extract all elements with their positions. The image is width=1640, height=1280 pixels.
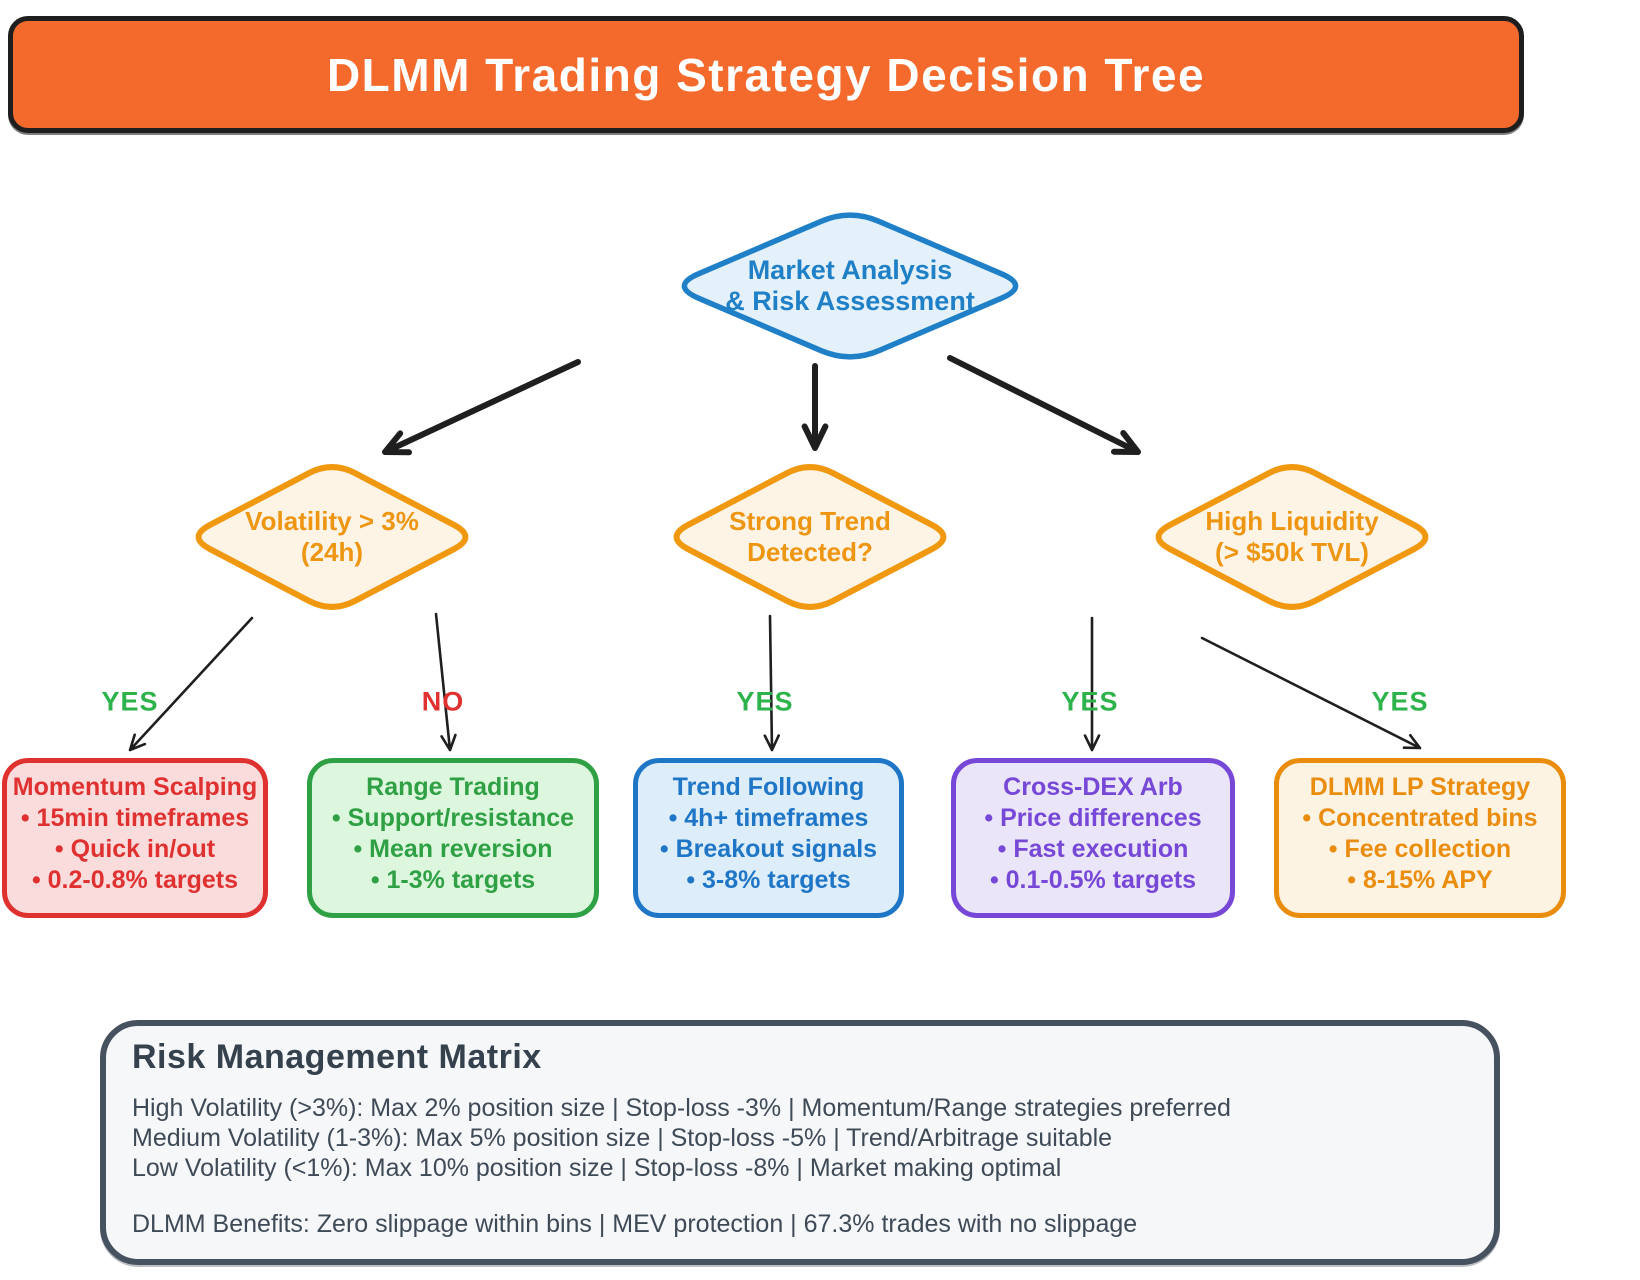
- strategy-bullet: • Price differences: [984, 804, 1202, 832]
- strategy-bullet: • 0.2-0.8% targets: [31, 866, 239, 894]
- root-node-label: Market Analysis & Risk Assessment: [725, 255, 975, 317]
- arrow-liquidity-yes-dlmm: [1200, 636, 1422, 750]
- root-node-shape: [681, 212, 1019, 360]
- strategy-box-range-trading: Range Trading • Support/resistance • Mea…: [307, 758, 599, 918]
- edge-label-crossdex-yes: YES: [1061, 686, 1119, 717]
- edge-label-trend-yes: YES: [736, 686, 794, 717]
- strategy-bullet: • 15min timeframes: [20, 804, 250, 832]
- risk-matrix-title: Risk Management Matrix: [132, 1038, 542, 1076]
- decision-trend-line2: Detected?: [747, 537, 873, 567]
- strategy-bullet: • Fee collection: [1328, 835, 1512, 863]
- arrow-trend-yes-following: [763, 614, 780, 752]
- strategy-bullet: • Mean reversion: [353, 835, 553, 863]
- risk-row-high-volatility: High Volatility (>3%): Max 2% position s…: [132, 1094, 1231, 1122]
- strategy-bullet: • 3-8% targets: [686, 866, 851, 894]
- decision-node-volatility-shape: [195, 464, 469, 610]
- strategy-title: Range Trading: [366, 773, 540, 801]
- strategy-box-dlmm-lp: DLMM LP Strategy • Concentrated bins • F…: [1274, 758, 1566, 918]
- decision-volatility-line2: (24h): [300, 537, 364, 567]
- root-label-line1: Market Analysis: [747, 255, 953, 285]
- risk-management-matrix: Risk Management Matrix High Volatility (…: [100, 1020, 1500, 1265]
- strategy-bullet: • 4h+ timeframes: [668, 804, 869, 832]
- arrow-trend-yes-crossdex: [1083, 616, 1101, 752]
- decision-node-volatility-label: Volatility > 3% (24h): [245, 506, 419, 568]
- decision-liquidity-line2: (> $50k TVL): [1215, 537, 1369, 567]
- strategy-title: Cross-DEX Arb: [1003, 773, 1183, 801]
- decision-node-trend-label: Strong Trend Detected?: [729, 506, 891, 568]
- strategy-box-momentum-scalping: Momentum Scalping • 15min timeframes • Q…: [2, 758, 268, 918]
- root-label-line2: & Risk Assessment: [725, 286, 975, 316]
- strategy-bullet: • Concentrated bins: [1302, 804, 1538, 832]
- edge-label-volatility-yes: YES: [101, 686, 159, 717]
- decision-volatility-line1: Volatility > 3%: [245, 506, 419, 536]
- title-banner: DLMM Trading Strategy Decision Tree: [8, 16, 1524, 133]
- strategy-bullet: • 0.1-0.5% targets: [989, 866, 1197, 894]
- edge-label-liquidity-yes: YES: [1371, 686, 1429, 717]
- decision-liquidity-line1: High Liquidity: [1205, 506, 1379, 536]
- strategy-bullet: • Quick in/out: [54, 835, 216, 863]
- decision-node-trend-shape: [673, 464, 947, 610]
- arrow-root-to-volatility: [382, 359, 581, 456]
- decision-trend-line1: Strong Trend: [729, 506, 891, 536]
- decision-node-liquidity-label: High Liquidity (> $50k TVL): [1205, 506, 1378, 568]
- strategy-bullet: • Fast execution: [997, 835, 1189, 863]
- risk-matrix-rows: High Volatility (>3%): Max 2% position s…: [132, 1093, 1494, 1183]
- strategy-bullet: • 8-15% APY: [1347, 866, 1493, 894]
- arrow-root-to-liquidity: [947, 355, 1141, 455]
- strategy-title: Trend Following: [672, 773, 865, 801]
- page-title: DLMM Trading Strategy Decision Tree: [326, 48, 1206, 101]
- strategy-bullet: • 1-3% targets: [370, 866, 536, 894]
- edge-label-volatility-no: NO: [421, 686, 465, 717]
- strategy-bullet: • Support/resistance: [331, 804, 575, 832]
- decision-node-liquidity-shape: [1155, 464, 1429, 610]
- strategy-title: DLMM LP Strategy: [1309, 773, 1531, 801]
- arrow-volatility-no-range: [434, 612, 457, 752]
- strategy-box-trend-following: Trend Following • 4h+ timeframes • Break…: [633, 758, 904, 918]
- arrow-root-to-trend: [801, 363, 829, 451]
- strategy-bullet: • Breakout signals: [659, 835, 878, 863]
- strategy-title: Momentum Scalping: [12, 773, 258, 801]
- strategy-box-cross-dex-arb: Cross-DEX Arb • Price differences • Fast…: [951, 758, 1235, 918]
- risk-row-low-volatility: Low Volatility (<1%): Max 10% position s…: [132, 1154, 1062, 1182]
- risk-row-medium-volatility: Medium Volatility (1-3%): Max 5% positio…: [132, 1124, 1113, 1152]
- arrow-volatility-yes-momentum: [128, 616, 254, 752]
- risk-dlmm-benefits: DLMM Benefits: Zero slippage within bins…: [132, 1210, 1138, 1238]
